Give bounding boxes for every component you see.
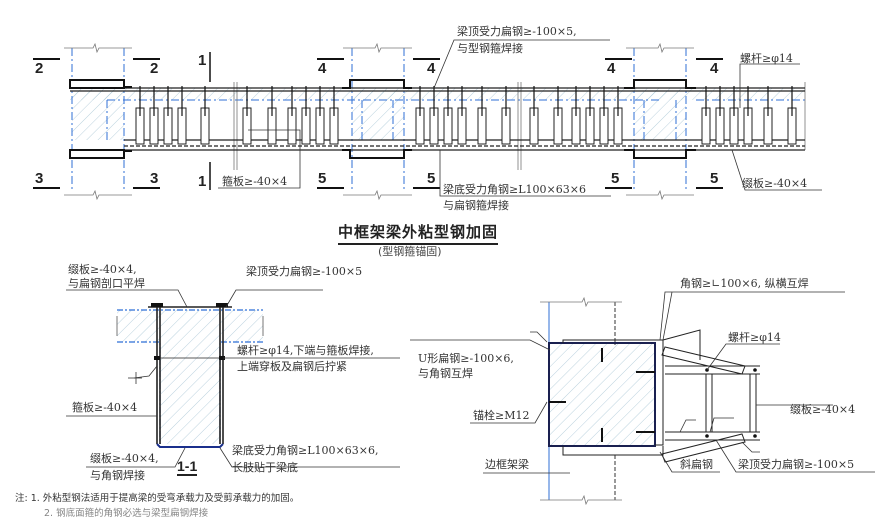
elevation-leaders [218, 39, 822, 197]
section-mark-4b-right: 4 [710, 60, 719, 77]
bolts [139, 86, 793, 116]
section-mark-5b-right: 5 [710, 170, 719, 187]
label-batten-top-2: 与扁钢剖口平焊 [68, 277, 145, 290]
label-bottom-angle-section-2: 长肢贴于梁底 [232, 461, 298, 474]
break-lines [64, 42, 806, 201]
section-mark-3-left: 3 [35, 170, 44, 187]
section-cut-lines [33, 52, 723, 190]
label-hoop-plate-section: 箍板≥-40×4 [72, 401, 138, 414]
label-top-flat-steel: 梁顶受力扁钢≥-100×5 [246, 265, 363, 278]
label-diagonal-flat: 斜扁钢 [680, 458, 713, 471]
label-u-flat-2: 与角钢互焊 [418, 367, 473, 380]
drawing-subtitle: (型钢箍锚固) [378, 245, 442, 258]
hoop-group-1 [135, 107, 339, 145]
column-cap-plates [69, 79, 696, 159]
label-angle-steel: 角钢≥∟100×6, 纵横互焊 [680, 277, 809, 290]
slab-hatch [70, 88, 805, 100]
section-mark-1-bottom: 1 [198, 173, 207, 190]
section-mark-2-left: 2 [35, 60, 44, 77]
label-bottom-angle-1: 梁底受力角钢≥L100×63×6 [443, 183, 586, 196]
section-mark-5a-right: 5 [427, 170, 436, 187]
label-corner-top-flat-steel: 梁顶受力扁钢≥-100×5 [738, 458, 855, 471]
section-mark-5a-left: 5 [318, 170, 327, 187]
label-bottom-angle-section-1: 梁底受力角钢≥L100×63×6, [232, 444, 379, 457]
section-1-1-drawing [66, 289, 400, 468]
hoop-plates [135, 107, 797, 145]
label-batten-bottom-1: 缀板≥-40×4, [90, 452, 159, 465]
note-line-1: 注: 1. 外粘型钢法适用于提高梁的受弯承载力及受剪承载力的加固。 [15, 493, 300, 504]
label-bottom-angle-2: 与扁钢箍焊接 [443, 199, 509, 212]
hoop-group-2 [415, 107, 623, 145]
section-mark-2-right: 2 [150, 60, 159, 77]
column-mid-hatch [352, 90, 404, 140]
section-mark-5b-left: 5 [611, 170, 620, 187]
section-mark-1-top: 1 [198, 52, 207, 69]
drawing-title: 中框架梁外粘型钢加固 [338, 221, 499, 245]
label-u-flat-1: U形扁钢≥-100×6, [418, 352, 514, 365]
label-corner-batten: 缀板≥-40×4 [790, 403, 856, 416]
label-hoop-plate: 箍板≥-40×4 [222, 175, 288, 188]
column-right-hatch [634, 90, 686, 140]
label-top-flat-steel-1: 梁顶受力扁钢≥-100×5, [457, 25, 577, 38]
label-edge-beam: 边框架梁 [485, 458, 529, 471]
label-bolt: 螺杆≥φ14 [740, 52, 793, 65]
corner-detail-drawing [410, 291, 875, 506]
label-batten-plate: 缀板≥-40×4 [742, 177, 808, 190]
label-anchor: 锚栓≥M12 [473, 409, 530, 422]
column-left-hatch [72, 90, 124, 140]
section-mark-3-right: 3 [150, 170, 159, 187]
section-mark-4b-left: 4 [607, 60, 616, 77]
section-mark-4a-right: 4 [427, 60, 436, 77]
section-name-1-1: 1-1 [177, 458, 198, 476]
elevation-drawing [33, 39, 822, 201]
section-mark-4a-left: 4 [318, 60, 327, 77]
column-axis-lines [71, 48, 805, 192]
label-bolt-2: 上端穿板及扁钢后拧紧 [237, 360, 347, 373]
note-line-2: 2. 钢底面箍的角钢必选与梁型扁钢焊接 [44, 508, 209, 519]
label-batten-bottom-2: 与角钢焊接 [90, 469, 145, 482]
label-bolt-1: 螺杆≥φ14,下端与箍板焊接, [237, 344, 374, 357]
label-corner-bolt: 螺杆≥φ14 [728, 331, 781, 344]
hoop-group-3 [701, 107, 797, 145]
label-top-flat-steel-2: 与型钢箍焊接 [457, 42, 523, 55]
label-batten-top-1: 缀板≥-40×4, [68, 263, 137, 276]
